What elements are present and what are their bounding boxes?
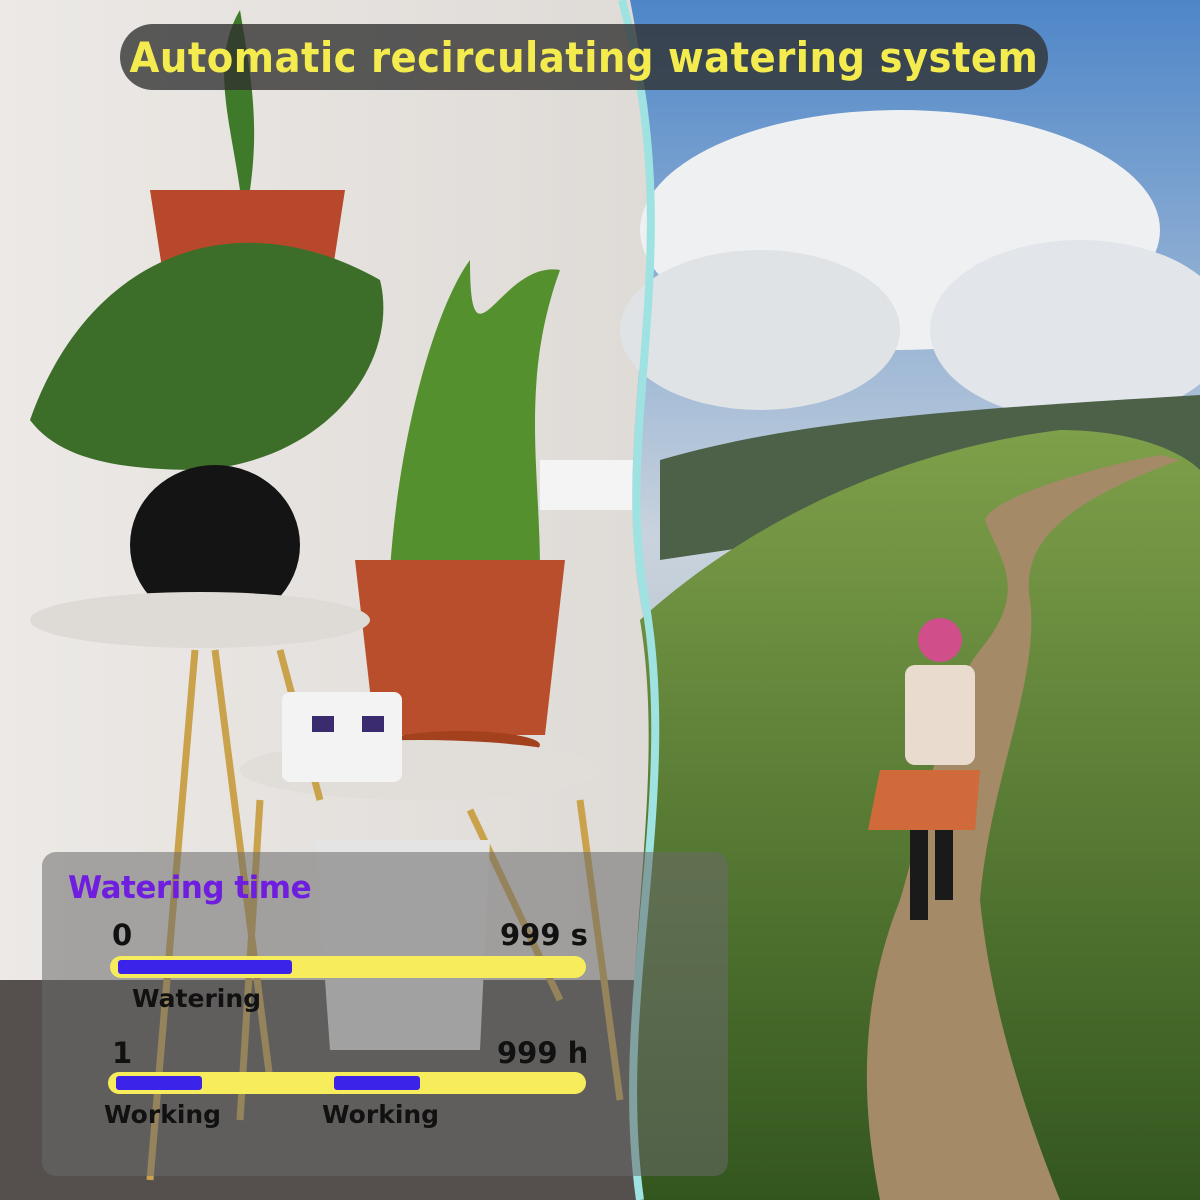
working-max-label: 999 h bbox=[497, 1036, 589, 1070]
working-bar-track bbox=[108, 1072, 586, 1094]
title-text: Automatic recirculating watering system bbox=[129, 32, 1039, 82]
working-segment-label-2: Working bbox=[322, 1100, 440, 1129]
working-segment-label-1: Working bbox=[104, 1100, 222, 1129]
watering-max-label: 999 s bbox=[500, 918, 588, 952]
watering-bar-fill bbox=[118, 960, 292, 974]
watering-bar-track bbox=[110, 956, 586, 978]
working-min-label: 1 bbox=[112, 1036, 133, 1070]
watering-segment-label: Watering bbox=[132, 984, 262, 1013]
watering-time-panel: Watering time 0 999 s Watering 1 999 h W… bbox=[42, 852, 728, 1176]
working-bar-fill-1 bbox=[116, 1076, 202, 1090]
outdoor-photo bbox=[620, 0, 1200, 1200]
title-banner: Automatic recirculating watering system bbox=[120, 24, 1048, 90]
panel-title: Watering time bbox=[68, 870, 312, 906]
working-bar-fill-2 bbox=[334, 1076, 420, 1090]
watering-min-label: 0 bbox=[112, 918, 133, 952]
